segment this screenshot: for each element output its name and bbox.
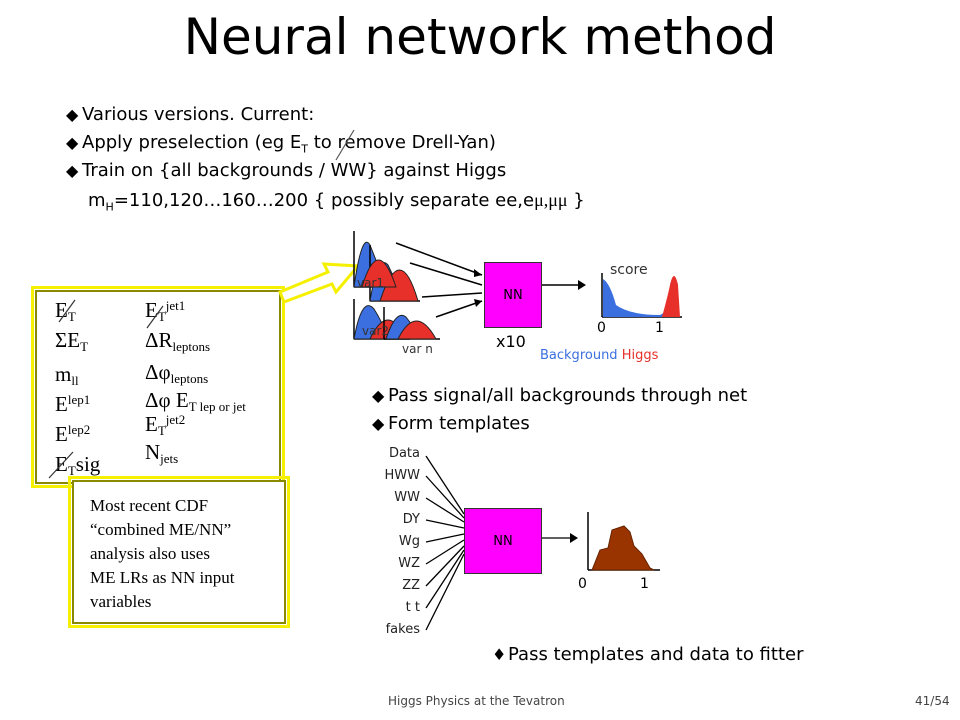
template-source-label: HWW [384,468,420,483]
variable-right-item: Δφleptons [145,360,209,386]
bullet-form-templates: ◆Form templates [372,413,530,434]
variable-left-item: Elep2 [55,422,91,446]
var2-label: var2 [362,324,390,338]
variable-left-item: Elep1 [55,392,91,416]
template-source-label: t t [405,600,420,615]
bullet-preselection: ◆Apply preselection (eg ET to remove Dre… [66,132,496,156]
varn-label: var n [402,342,433,356]
variable-left-item: mll [55,362,79,388]
strike-marks [48,299,164,479]
footer-text: Higgs Physics at the Tevatron [388,694,565,708]
variable-right-item: Δφ ET lep or jet [145,388,246,414]
x10-label: x10 [496,332,526,351]
bullet-train: ◆Train on {all backgrounds / WW} against… [66,160,507,181]
variable-right-item: ETjet2 [145,412,186,438]
template-source-label: Data [388,446,420,461]
bullet-versions: ◆Various versions. Current: [66,104,315,125]
diamond-bullet-icon: ◆ [66,161,79,180]
mass-points-line: mH=110,120…160…200 { possibly separate e… [88,190,585,214]
diamond-bullet-icon: ◆ [66,133,79,152]
template-source-label: fakes [385,622,420,637]
variable-right-item: ETjet1 [145,298,186,324]
template-source-label: Wg [398,534,420,549]
bottom-nn-diagram [425,455,660,631]
score-axis-zero: 0 [597,320,606,336]
top-nn-diagram [353,231,682,340]
template-axis-zero: 0 [578,576,587,592]
var1-label: var1 [357,276,385,290]
template-source-label: WZ [398,556,420,571]
template-source-label: WW [394,490,420,505]
variable-right-item: Njets [145,440,179,466]
bullet-pass-signal: ◆Pass signal/all backgrounds through net [372,385,748,406]
yellow-arrow-icon [278,262,362,304]
nn-box-bottom: NN [464,508,542,574]
score-legend: Background Higgs [540,348,659,363]
variable-left-item: ETsig [55,452,101,478]
cdf-note-box: Most recent CDF “combined ME/NN” analysi… [68,476,290,628]
input-variables-box: ET ΣET mllElep1Elep2ETsig ETjet1ΔRleptonsΔ… [31,286,285,488]
page-number: 41/54 [915,694,950,708]
diamond-bullet-icon: ◆ [372,414,385,433]
score-label: score [610,262,648,278]
bullet-fitter: ♦Pass templates and data to fitter [492,644,804,665]
template-source-label: DY [402,512,420,527]
diamond-bullet-icon: ♦ [492,645,507,664]
diamond-bullet-icon: ◆ [66,105,79,124]
variable-left-item: ΣET [55,328,89,354]
strike-slash-icon [335,129,355,161]
variable-left-item: ET [55,298,76,324]
template-axis-one: 1 [640,576,649,592]
score-axis-one: 1 [655,320,664,336]
template-source-label: ZZ [402,578,420,593]
nn-box-top: NN [484,262,542,328]
page-title: Neural network method [183,8,777,66]
diamond-bullet-icon: ◆ [372,386,385,405]
variable-right-item: ΔRleptons [145,328,211,354]
